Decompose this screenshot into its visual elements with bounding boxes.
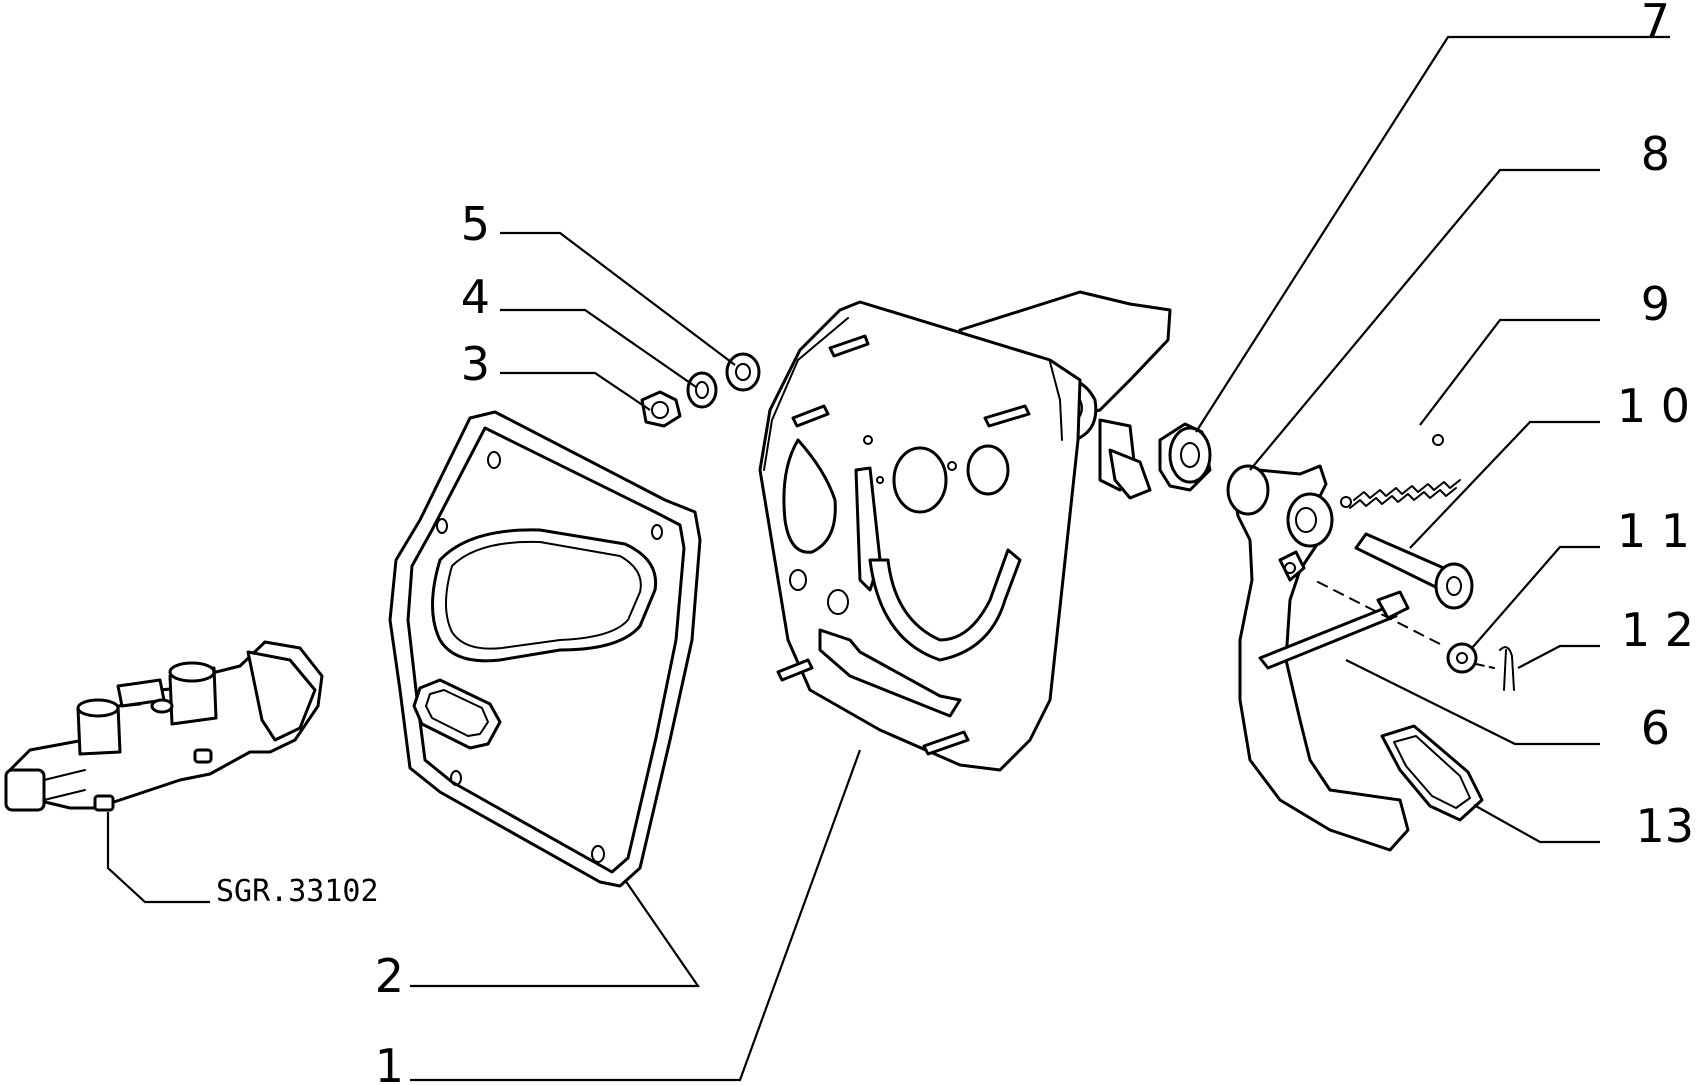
label-9: 9: [1641, 277, 1670, 331]
pivot-pin: [1354, 532, 1474, 610]
label-12: 1 2: [1621, 603, 1694, 657]
label-3: 3: [461, 337, 490, 391]
return-spring: [1340, 434, 1461, 509]
label-2: 2: [375, 949, 404, 1003]
label-10: 1 0: [1617, 379, 1690, 433]
nut-washer-set: [640, 352, 761, 428]
label-6: 6: [1641, 701, 1670, 755]
bushing: [1158, 422, 1212, 492]
leader-lines: [106, 35, 1670, 1082]
label-1: 1: [375, 1039, 404, 1085]
reference-label: SGR.33102: [216, 874, 379, 909]
label-5: 5: [461, 197, 490, 251]
gasket-plate: [388, 410, 702, 888]
clutch-pedal: [1226, 464, 1484, 852]
label-11: 1 1: [1617, 504, 1690, 558]
washer-and-cotter-pin: [1446, 642, 1515, 691]
label-8: 8: [1641, 127, 1670, 181]
master-cylinder: [4, 640, 324, 812]
label-13: 13: [1635, 799, 1694, 853]
pedal-bracket: [758, 290, 1172, 772]
label-7: 7: [1641, 0, 1670, 48]
assembly-axis-lines: [1317, 581, 1495, 669]
label-4: 4: [461, 270, 490, 324]
callout-labels: 7 8 9 1 0 1 1 1 2 6 13 5 4 3 2 1 SGR.331…: [216, 0, 1694, 1085]
